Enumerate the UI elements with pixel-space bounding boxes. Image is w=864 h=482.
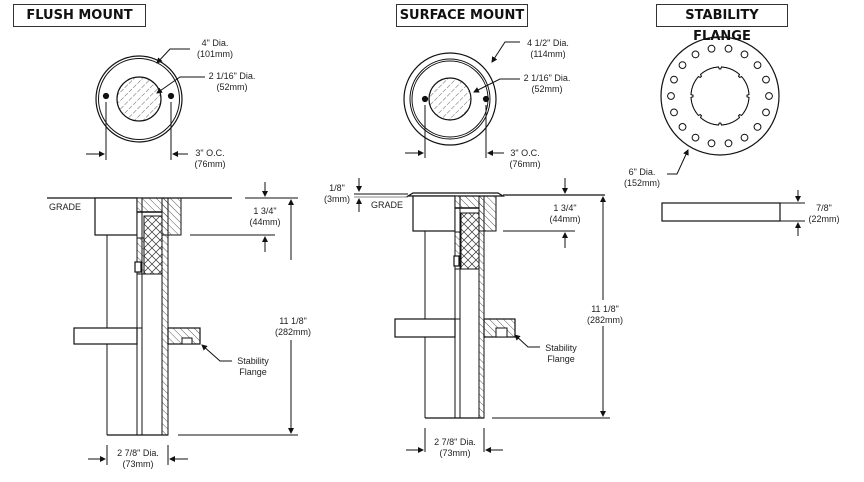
flange-bolt-hole: [765, 92, 773, 100]
surface-grade-label: GRADE: [371, 200, 404, 210]
flush-outer-dia-label: 4" Dia. (101mm): [190, 38, 240, 59]
surface-inner-dia-metric: (52mm): [531, 83, 563, 94]
flush-tube-dia-label: 2 7/8" Dia. (73mm): [110, 448, 166, 469]
surface-inner-dia-label: 2 1/16" Dia. (52mm): [516, 73, 578, 94]
flush-mount-title: FLUSH MOUNT: [13, 4, 146, 27]
surface-tube-dia-imperial: 2 7/8" Dia.: [434, 437, 476, 447]
flush-tube-dia-metric: (73mm): [122, 458, 154, 469]
surface-top-depth-imperial: 1 3/4": [553, 203, 577, 213]
surface-height-metric: (282mm): [586, 314, 623, 325]
flush-top-depth-label: 1 3/4" (44mm): [240, 206, 290, 227]
flange-bolt-hole: [670, 75, 678, 84]
surface-lip-height-label: 1/8" (3mm): [320, 183, 354, 204]
surface-lip-height-metric: (3mm): [324, 193, 350, 204]
flange-bolt-hole: [762, 75, 770, 84]
flush-top-depth-metric: (44mm): [249, 216, 281, 227]
surface-bolt-hole-right: [482, 95, 490, 103]
flange-outer-circle: [660, 36, 780, 156]
flange-bore: [690, 66, 750, 126]
flange-bolt-hole: [691, 133, 700, 142]
flange-bolt-hole: [724, 139, 733, 148]
surface-outer-dia-imperial: 4 1/2" Dia.: [527, 38, 569, 48]
flush-inner-ring: [98, 58, 180, 140]
flange-dia-label: 6" Dia. (152mm): [617, 167, 667, 188]
surface-tube-dia-label: 2 7/8" Dia. (73mm): [427, 437, 483, 458]
flange-thickness-imperial: 7/8": [816, 203, 832, 213]
flush-inner-dia-label: 2 1/16" Dia. (52mm): [202, 71, 262, 92]
stability-flange-title: STABILITY FLANGE: [656, 4, 788, 44]
flush-flange-callout: Stability Flange: [228, 356, 278, 377]
surface-lip-height-imperial: 1/8": [329, 183, 345, 193]
surface-outer-ring: [403, 52, 497, 146]
flange-bolt-hole: [678, 123, 687, 131]
surface-bolt-spacing-metric: (76mm): [509, 158, 541, 169]
surface-outer-dia-metric: (114mm): [530, 48, 566, 59]
flange-bolt-hole: [724, 44, 733, 53]
flange-bolt-hole: [670, 108, 678, 117]
flange-bolt-hole: [762, 108, 770, 117]
stability-flange-side-view: [661, 190, 805, 236]
surface-top-depth-metric: (44mm): [549, 213, 581, 224]
flange-thickness-label: 7/8" (22mm): [803, 203, 845, 224]
flush-bolt-spacing-metric: (76mm): [194, 158, 226, 169]
surface-height-imperial: 11 1/8": [591, 304, 619, 314]
surface-mount-title: SURFACE MOUNT: [396, 4, 528, 27]
surface-flange-callout-line2: Flange: [547, 353, 575, 364]
surface-outer-dia-label: 4 1/2" Dia. (114mm): [518, 38, 578, 59]
flange-bolt-hole: [678, 61, 687, 69]
flush-outer-dia-imperial: 4" Dia.: [201, 38, 229, 48]
flush-hatched-core: [116, 76, 162, 122]
flange-bolt-hole: [667, 92, 675, 100]
surface-top-depth-label: 1 3/4" (44mm): [540, 203, 590, 224]
flange-bolt-hole: [740, 50, 749, 59]
surface-bolt-spacing-label: 3" O.C. (76mm): [505, 148, 545, 169]
flush-tube-dia-imperial: 2 7/8" Dia.: [117, 448, 159, 458]
surface-flange-callout-line1: Stability: [545, 343, 577, 353]
flush-flange-callout-line1: Stability: [237, 356, 269, 366]
flange-dia-imperial: 6" Dia.: [628, 167, 656, 177]
surface-hatched-core: [428, 77, 472, 121]
flush-mount-plan-view: [86, 48, 205, 160]
flush-flange-callout-line2: Flange: [239, 366, 267, 377]
flush-height-label: 11 1/8" (282mm): [268, 316, 318, 337]
surface-inner-dia-imperial: 2 1/16" Dia.: [523, 73, 571, 83]
flush-outer-ring: [95, 55, 183, 143]
flush-bolt-spacing-label: 3" O.C. (76mm): [190, 148, 230, 169]
surface-mount-section-view: [354, 178, 610, 453]
flush-inner-dia-imperial: 2 1/16" Dia.: [208, 71, 256, 81]
flush-inner-dia-metric: (52mm): [216, 81, 248, 92]
flush-top-depth-imperial: 1 3/4": [253, 206, 277, 216]
surface-mount-plan-view: [403, 41, 520, 158]
flange-bolt-hole: [707, 139, 716, 148]
surface-tube-dia-metric: (73mm): [439, 447, 471, 458]
flange-bolt-hole: [753, 123, 762, 131]
flush-bolt-spacing-imperial: 3" O.C.: [195, 148, 225, 158]
surface-bolt-hole-left: [421, 95, 429, 103]
surface-flange-callout: Stability Flange: [536, 343, 586, 364]
stability-flange-plan-view: [660, 36, 780, 175]
flush-height-imperial: 11 1/8": [279, 316, 307, 326]
surface-bolt-spacing-imperial: 3" O.C.: [510, 148, 540, 158]
flange-thickness-metric: (22mm): [808, 213, 840, 224]
flange-bolt-hole: [740, 133, 749, 142]
flush-bolt-hole-right: [167, 92, 175, 100]
flange-bolt-hole: [707, 44, 716, 53]
flush-bolt-hole-left: [102, 92, 110, 100]
surface-height-label: 11 1/8" (282mm): [580, 304, 630, 325]
flange-dia-metric: (152mm): [623, 177, 660, 188]
flange-bolt-hole: [691, 50, 700, 59]
flange-bolt-hole: [753, 61, 762, 69]
surface-mid-ring: [409, 58, 491, 140]
flange-side-rect: [661, 202, 781, 222]
flush-outer-dia-metric: (101mm): [196, 48, 233, 59]
flush-grade-label: GRADE: [49, 202, 82, 212]
flush-mount-section-view: [47, 182, 298, 465]
flush-height-metric: (282mm): [274, 326, 311, 337]
